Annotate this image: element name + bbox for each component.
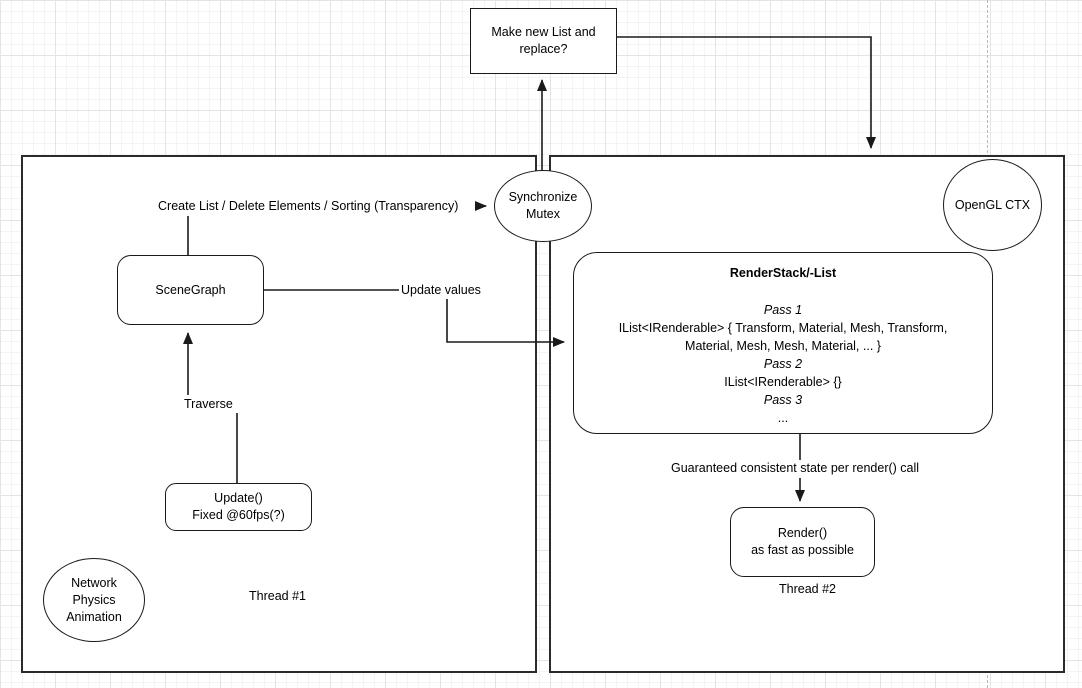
update-label: Update() Fixed @60fps(?) bbox=[192, 491, 285, 522]
synchronize-mutex-ellipse[interactable]: Synchronize Mutex bbox=[494, 170, 592, 242]
connector-updatevalues-to-renderstack[interactable] bbox=[446, 299, 565, 347]
make-new-list-box[interactable]: Make new List and replace? bbox=[470, 8, 617, 74]
synchronize-mutex-label: Synchronize Mutex bbox=[508, 190, 578, 221]
opengl-ctx-ellipse[interactable]: OpenGL CTX bbox=[943, 159, 1042, 251]
renderstack-line: IList<IRenderable> {} bbox=[724, 375, 842, 389]
thread2-label: Thread #2 bbox=[779, 582, 836, 596]
connector-makenewlist-to-thread2[interactable] bbox=[615, 36, 876, 149]
edge-label-traverse[interactable]: Traverse bbox=[184, 397, 233, 411]
renderstack-line: Pass 3 bbox=[763, 393, 803, 407]
render-node[interactable]: Render() as fast as possible bbox=[730, 507, 875, 577]
renderstack-node[interactable]: RenderStack/-List Pass 1 IList<IRenderab… bbox=[573, 252, 993, 434]
renderstack-line: IList<IRenderable> { Transform, Material… bbox=[618, 321, 948, 335]
network-physics-animation-label: Network Physics Animation bbox=[66, 575, 122, 624]
make-new-list-label: Make new List and replace? bbox=[491, 25, 596, 56]
update-node[interactable]: Update() Fixed @60fps(?) bbox=[165, 483, 312, 531]
render-label: Render() as fast as possible bbox=[751, 526, 854, 557]
network-physics-animation-ellipse[interactable]: Network Physics Animation bbox=[43, 558, 145, 642]
edge-label-update-values[interactable]: Update values bbox=[401, 283, 481, 297]
renderstack-line: ... bbox=[777, 411, 789, 425]
thread1-label: Thread #1 bbox=[249, 589, 306, 603]
scenegraph-node[interactable]: SceneGraph bbox=[117, 255, 264, 325]
scenegraph-label: SceneGraph bbox=[155, 282, 226, 297]
opengl-ctx-label: OpenGL CTX bbox=[954, 197, 1031, 212]
renderstack-line: Pass 2 bbox=[763, 357, 803, 371]
renderstack-line: Material, Mesh, Mesh, Material, ... } bbox=[685, 339, 881, 353]
renderstack-title: RenderStack/-List bbox=[729, 266, 837, 280]
edge-label-create-list[interactable]: Create List / Delete Elements / Sorting … bbox=[158, 199, 459, 213]
edge-label-guaranteed[interactable]: Guaranteed consistent state per render()… bbox=[671, 461, 920, 475]
renderstack-line: Pass 1 bbox=[763, 303, 803, 317]
